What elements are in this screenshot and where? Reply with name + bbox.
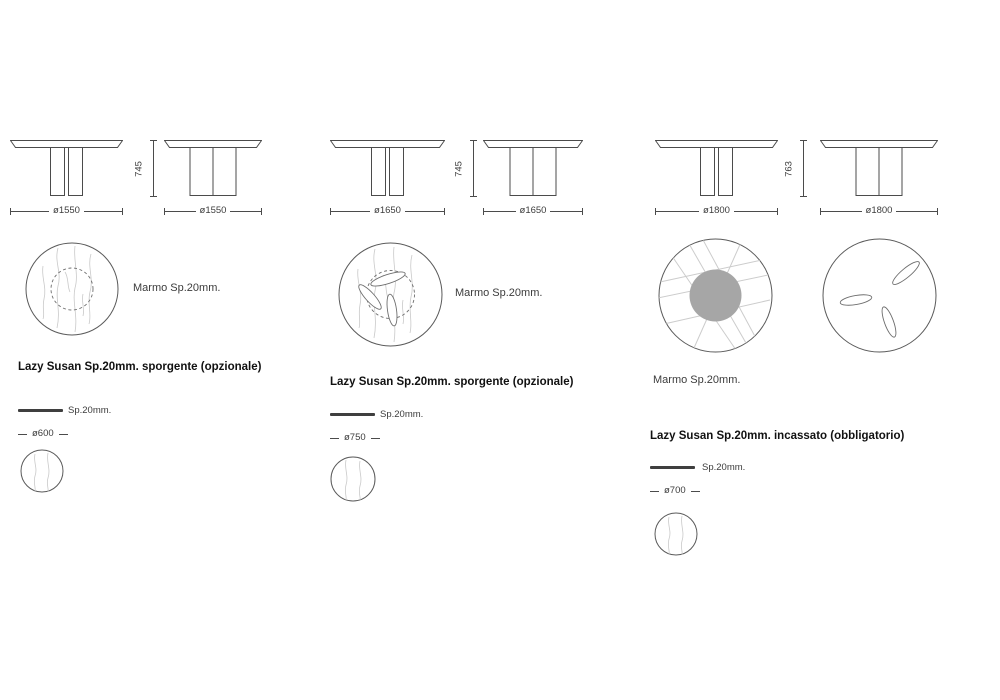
lazy-susan-diameter-label: ø700 (664, 485, 686, 497)
diameter-dimension-front: ø1800 (655, 206, 778, 216)
lazy-susan-title: Lazy Susan Sp.20mm. incassato (obbligato… (650, 430, 905, 442)
marble-slab-edge (330, 413, 375, 416)
diameter-dimension-side: ø1550 (164, 206, 262, 216)
height-dimension: 745 (133, 140, 157, 197)
marble-vein-ovals (839, 261, 920, 338)
height-dimension-label: 763 (783, 160, 795, 177)
marble-slab-edge (18, 409, 63, 412)
lazy-susan-diameter-dimension: ø600 (18, 429, 68, 439)
table-front-view (10, 140, 123, 196)
tabletop-top-view (338, 242, 443, 347)
diameter-dimension-label: ø1550 (199, 205, 227, 217)
table-front-view (655, 140, 778, 196)
diameter-dimension-side: ø1800 (820, 206, 938, 216)
diameter-dimension-front: ø1650 (330, 206, 445, 216)
diameter-dimension-front: ø1550 (10, 206, 123, 216)
lazy-susan-diameter-dimension: ø750 (330, 433, 380, 443)
lazy-susan-diameter-dimension: ø700 (650, 486, 700, 496)
lazy-susan-recessed (689, 269, 742, 322)
tabletop-top-view-plain (822, 238, 937, 353)
height-dimension: 763 (783, 140, 807, 197)
marble-spec-label: Marmo Sp.20mm. (133, 282, 221, 294)
diameter-dimension-label: ø1800 (865, 205, 893, 217)
lazy-susan-diameter-label: ø750 (344, 432, 366, 444)
diameter-dimension-label: ø1650 (374, 205, 401, 217)
tabletop-top-view-incassato (658, 238, 773, 353)
diameter-dimension-label: ø1800 (703, 205, 730, 217)
diameter-dimension-label: ø1550 (53, 205, 80, 217)
thickness-label: Sp.20mm. (380, 409, 424, 420)
lazy-susan-diameter-label: ø600 (32, 428, 54, 440)
lazy-susan-top-view (654, 512, 698, 556)
table-side-view (483, 140, 583, 196)
marble-vein-ovals (358, 271, 406, 327)
diameter-dimension-label: ø1650 (519, 205, 547, 217)
lazy-susan-top-view (330, 456, 376, 502)
lazy-susan-title: Lazy Susan Sp.20mm. sporgente (opzionale… (330, 376, 574, 388)
lazy-susan-top-view (20, 449, 64, 493)
tabletop-top-view (25, 242, 119, 336)
table-front-view (330, 140, 445, 196)
marble-spec-label: Marmo Sp.20mm. (455, 287, 543, 299)
lazy-susan-outline (50, 267, 94, 311)
thickness-label: Sp.20mm. (702, 462, 746, 473)
marble-spec-label: Marmo Sp.20mm. (653, 374, 741, 386)
diameter-dimension-side: ø1650 (483, 206, 583, 216)
table-side-view (820, 140, 938, 196)
marble-slab-edge (650, 466, 695, 469)
lazy-susan-title: Lazy Susan Sp.20mm. sporgente (opzionale… (18, 361, 262, 373)
table-side-view (164, 140, 262, 196)
thickness-label: Sp.20mm. (68, 405, 112, 416)
height-dimension: 745 (453, 140, 477, 197)
